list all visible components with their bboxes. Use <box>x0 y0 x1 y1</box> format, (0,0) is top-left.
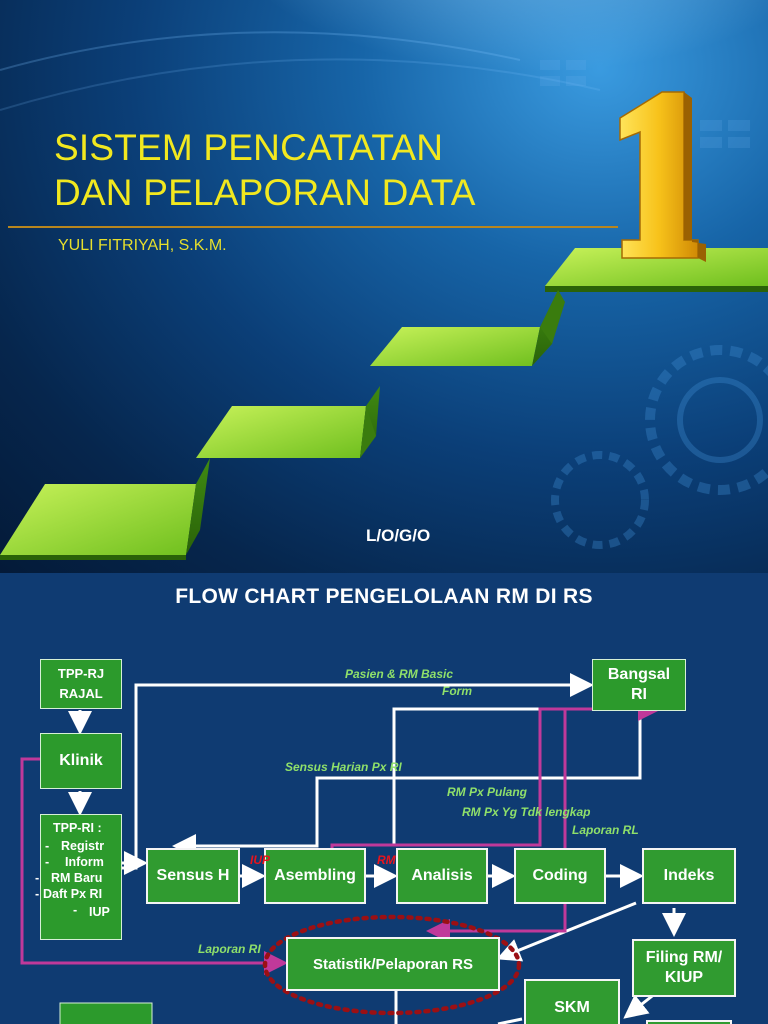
tpp-ri-item-2: Inform <box>65 855 104 869</box>
tpp-rj-line2: RAJAL <box>59 686 103 701</box>
statistik-label: Statistik/Pelaporan RS <box>312 955 474 973</box>
arrow-skm-left <box>497 1017 523 1024</box>
filing-line1: Filing RM/ <box>645 949 723 966</box>
box-coding: Coding <box>514 848 606 904</box>
arrow-indeks-statistik <box>496 901 637 962</box>
box-asembling: Asembling <box>264 848 366 904</box>
tpp-ri-item-1: Registr <box>61 839 105 853</box>
magenta-asembling-bangsal <box>330 697 662 851</box>
flowchart-title: FLOW CHART PENGELOLAAN RM DI RS <box>175 585 593 608</box>
asembling-label: Asembling <box>274 867 356 884</box>
indeks-label: Indeks <box>663 867 715 884</box>
sensus-label: Sensus H <box>156 867 230 884</box>
label-rm-px-pulang: RM Px Pulang <box>447 785 528 799</box>
skm-label: SKM <box>554 999 590 1016</box>
filing-line2: KIUP <box>664 969 704 986</box>
label-laporan-rl: Laporan RL <box>572 823 639 837</box>
tpp-rj-line1: TPP-RJ <box>57 666 105 681</box>
box-sensus-harian: Sensus H <box>146 848 240 904</box>
presentation-title: SISTEM PENCATATAN DAN PELAPORAN DATA <box>54 125 476 215</box>
tpp-ri-item-4: Daft Px RI <box>43 887 103 901</box>
coding-label: Coding <box>532 867 588 884</box>
tpp-ri-bullet-1: - <box>45 839 50 853</box>
bangsal-line1: Bangsal <box>607 666 671 683</box>
tpp-ri-bullet-3: - <box>35 871 40 885</box>
tpp-ri-item-5: IUP <box>89 905 110 919</box>
bangsal-line2: RI <box>631 686 647 703</box>
bottom-left-box-partial <box>59 1002 153 1024</box>
tpp-ri-bullet-5: - <box>73 903 78 917</box>
magenta-bangsal-statistik <box>426 709 567 943</box>
magenta-klinik-statistik <box>20 757 288 975</box>
label-laporan-ri: Laporan RI <box>198 942 261 956</box>
box-filing-rm-kiup: Filing RM/ KIUP <box>632 939 736 997</box>
box-tpp-rj: TPP-RJ RAJAL <box>40 659 122 709</box>
arrow-bangsal-sensus <box>172 711 642 858</box>
box-indeks: Indeks <box>642 848 736 904</box>
title-slide-background-art <box>0 0 768 560</box>
flowchart-slide: FLOW CHART PENGELOLAAN RM DI RS <box>0 573 768 1024</box>
label-pasien-rm-basic: Pasien & RM Basic <box>345 667 454 681</box>
title-line-1: SISTEM PENCATATAN <box>54 127 444 168</box>
author-name: YULI FITRIYAH, S.K.M. <box>58 237 227 254</box>
tpp-ri-title: TPP-RI : <box>53 821 102 835</box>
box-klinik: Klinik <box>40 733 122 789</box>
logo-text: L/O/G/O <box>366 526 431 545</box>
title-slide: SISTEM PENCATATAN DAN PELAPORAN DATA YUL… <box>0 0 768 573</box>
arrow-bangsal-analisis <box>392 707 610 846</box>
label-iup: IUP <box>250 853 271 867</box>
label-sensus-harian-px-ri: Sensus Harian Px RI <box>285 760 402 774</box>
box-tpp-ri: TPP-RI : - Registr - Inform - RM Baru - … <box>35 814 122 940</box>
analisis-label: Analisis <box>411 867 473 884</box>
label-rm-tdk-lengkap: RM Px Yg Tdk lengkap <box>462 805 591 819</box>
tpp-ri-bullet-2: - <box>45 855 50 869</box>
box-bottom-right-partial <box>646 1020 732 1024</box>
box-bangsal-ri: Bangsal RI <box>592 659 686 711</box>
title-line-2: DAN PELAPORAN DATA <box>54 172 476 213</box>
tpp-ri-item-3: RM Baru <box>51 871 103 885</box>
box-statistik-pelaporan: Statistik/Pelaporan RS <box>286 937 500 991</box>
box-analisis: Analisis <box>396 848 488 904</box>
statistik-highlight-ellipse <box>262 914 522 1016</box>
klinik-label: Klinik <box>59 752 103 769</box>
label-rm: RM <box>377 853 396 867</box>
tpp-ri-bullet-4: - <box>35 887 40 901</box>
label-form: Form <box>442 684 472 698</box>
box-skm: SKM <box>524 979 620 1024</box>
